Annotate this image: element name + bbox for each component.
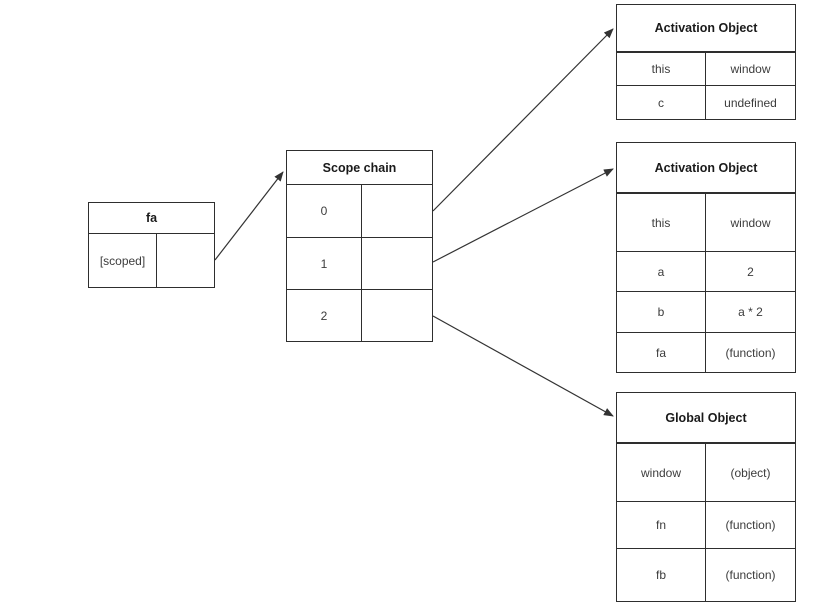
cell-key: 2 xyxy=(287,290,362,341)
table-row: 0 xyxy=(287,185,432,237)
node-scope-chain: Scope chain 0 1 2 xyxy=(286,150,433,342)
table-row: 1 xyxy=(287,237,432,289)
cell-value: a * 2 xyxy=(738,305,763,319)
arrow-scope2-to-global xyxy=(432,315,614,417)
node-activation-object-2: Activation Object this window a 2 b a * … xyxy=(616,142,796,373)
cell-key: 0 xyxy=(287,185,362,237)
table-row: c undefined xyxy=(617,85,795,119)
node-activation-object-1: Activation Object this window c undefine… xyxy=(616,4,796,120)
cell-value xyxy=(157,234,214,287)
cell-value xyxy=(362,185,432,237)
cell-key: fb xyxy=(617,549,706,601)
cell-value: (object) xyxy=(730,465,771,480)
table-row: this window xyxy=(617,194,795,251)
arrow-fa-to-scope-chain xyxy=(214,171,284,261)
node-activation1-title: Activation Object xyxy=(617,5,795,53)
cell-key: b xyxy=(617,292,706,332)
table-row: window (object) xyxy=(617,444,795,501)
arrow-scope0-to-activation1 xyxy=(432,28,614,212)
cell-value: undefined xyxy=(724,95,777,110)
cell-value: window xyxy=(730,215,771,230)
node-activation2-title: Activation Object xyxy=(617,143,795,194)
cell-value xyxy=(362,290,432,341)
cell-key: [scoped] xyxy=(89,234,157,287)
table-row: fn (function) xyxy=(617,501,795,548)
cell-value: (function) xyxy=(725,568,776,582)
table-row: 2 xyxy=(287,289,432,341)
node-fa-title: fa xyxy=(89,203,214,234)
cell-value: 2 xyxy=(747,264,754,279)
cell-value xyxy=(362,238,432,289)
cell-key: c xyxy=(617,86,706,119)
node-fa: fa [scoped] xyxy=(88,202,215,288)
cell-key: this xyxy=(617,53,706,85)
cell-key: fa xyxy=(617,333,706,372)
table-row: fb (function) xyxy=(617,548,795,601)
cell-value: window xyxy=(730,62,771,76)
cell-key: this xyxy=(617,194,706,251)
node-global-title: Global Object xyxy=(617,393,795,444)
cell-value: (function) xyxy=(725,345,776,360)
node-global-object: Global Object window (object) fn (functi… xyxy=(616,392,796,602)
arrow-scope1-to-activation2 xyxy=(432,168,614,263)
table-row: fa (function) xyxy=(617,332,795,372)
table-row: a 2 xyxy=(617,251,795,291)
table-row: [scoped] xyxy=(89,234,214,287)
node-scope-chain-title: Scope chain xyxy=(287,151,432,185)
cell-key: a xyxy=(617,252,706,291)
cell-key: fn xyxy=(617,502,706,548)
cell-value: (function) xyxy=(725,518,776,532)
table-row: this window xyxy=(617,53,795,85)
table-row: b a * 2 xyxy=(617,291,795,332)
cell-key: window xyxy=(617,444,706,501)
cell-key: 1 xyxy=(287,238,362,289)
